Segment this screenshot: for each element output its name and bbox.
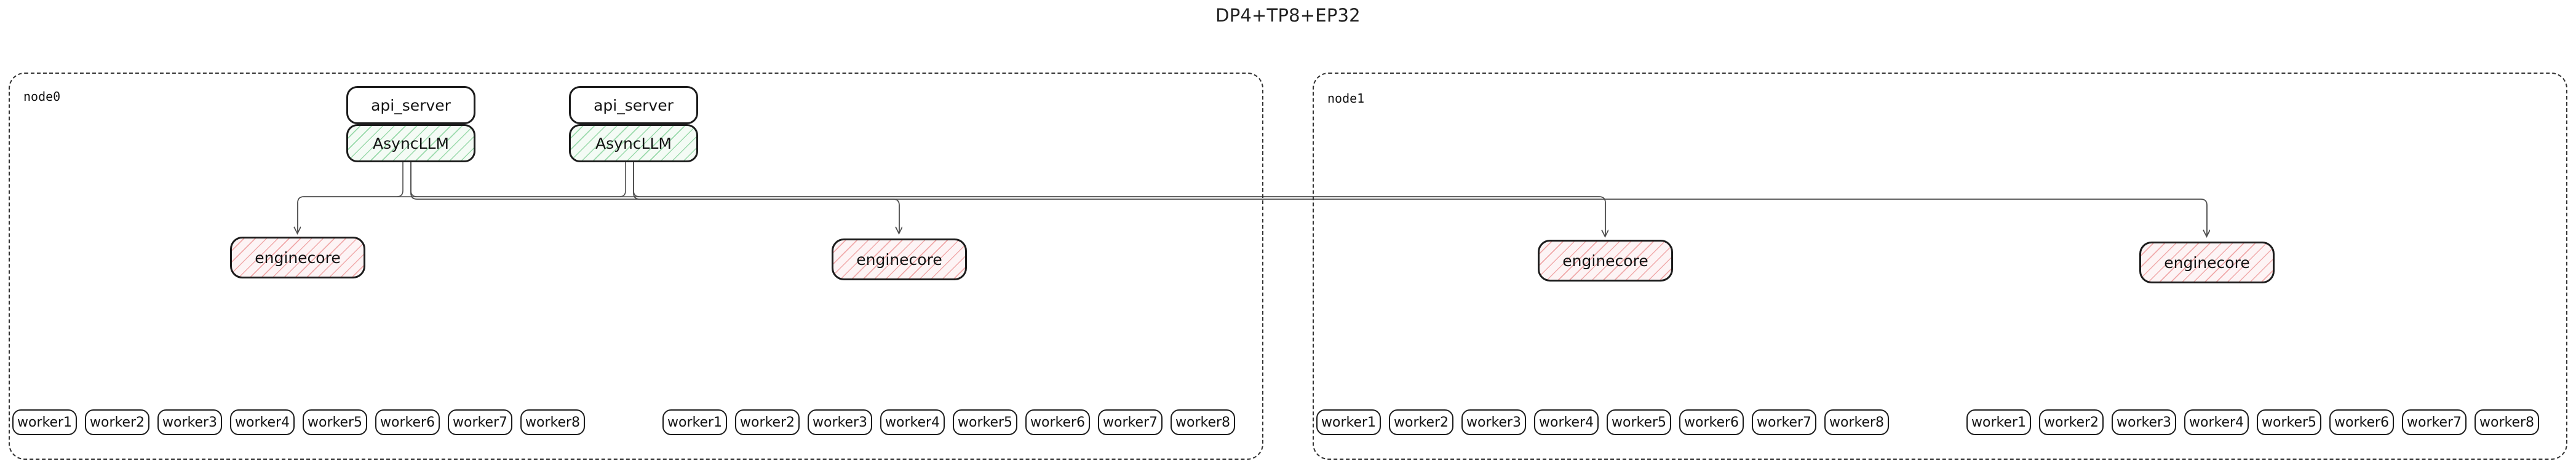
worker-box-0-1-1[interactable]: worker2 <box>735 409 800 435</box>
worker-box-1-0-5[interactable]: worker6 <box>1679 409 1744 435</box>
api-server-box-0-1-label: api_server <box>594 96 674 114</box>
worker-box-0-1-3-label: worker4 <box>885 414 940 430</box>
worker-box-1-0-0[interactable]: worker1 <box>1316 409 1381 435</box>
worker-box-0-0-3[interactable]: worker4 <box>230 409 295 435</box>
worker-box-0-1-7[interactable]: worker8 <box>1171 409 1235 435</box>
worker-box-1-0-6-label: worker7 <box>1756 414 1812 430</box>
enginecore-box-1-0-label: enginecore <box>1562 251 1648 270</box>
worker-box-0-1-6-label: worker7 <box>1102 414 1158 430</box>
worker-box-0-0-1[interactable]: worker2 <box>85 409 149 435</box>
worker-box-1-0-5-label: worker6 <box>1684 414 1739 430</box>
worker-box-1-1-6[interactable]: worker7 <box>2402 409 2467 435</box>
api-server-box-0-1[interactable]: api_server <box>569 86 698 124</box>
worker-box-1-0-4[interactable]: worker5 <box>1607 409 1671 435</box>
worker-box-1-0-3-label: worker4 <box>1538 414 1594 430</box>
worker-box-0-0-2[interactable]: worker3 <box>157 409 222 435</box>
worker-box-0-1-5-label: worker6 <box>1030 414 1086 430</box>
worker-box-0-0-2-label: worker3 <box>162 414 218 430</box>
worker-box-0-1-0-label: worker1 <box>667 414 723 430</box>
worker-box-1-0-3[interactable]: worker4 <box>1534 409 1599 435</box>
worker-box-1-0-7-label: worker8 <box>1829 414 1885 430</box>
worker-box-1-1-1[interactable]: worker2 <box>2039 409 2104 435</box>
worker-box-0-0-7[interactable]: worker8 <box>520 409 585 435</box>
worker-box-1-1-2-label: worker3 <box>2116 414 2172 430</box>
worker-box-0-1-4-label: worker5 <box>957 414 1013 430</box>
enginecore-box-1-0[interactable]: enginecore <box>1538 240 1673 282</box>
worker-box-1-0-2[interactable]: worker3 <box>1461 409 1526 435</box>
asyncllm-box-0-0-label: AsyncLLM <box>373 134 449 152</box>
worker-box-0-0-1-label: worker2 <box>89 414 145 430</box>
worker-box-0-0-4[interactable]: worker5 <box>303 409 367 435</box>
worker-box-0-0-0[interactable]: worker1 <box>12 409 77 435</box>
worker-box-0-0-6[interactable]: worker7 <box>448 409 512 435</box>
worker-box-0-1-0[interactable]: worker1 <box>662 409 727 435</box>
worker-box-1-1-0-label: worker1 <box>1971 414 2027 430</box>
worker-box-0-1-2[interactable]: worker3 <box>808 409 872 435</box>
asyncllm-box-0-0[interactable]: AsyncLLM <box>346 124 475 162</box>
enginecore-box-0-0[interactable]: enginecore <box>230 237 365 278</box>
enginecore-box-0-0-label: enginecore <box>255 248 341 267</box>
node-label-node1: node1 <box>1327 91 1365 106</box>
worker-box-1-0-0-label: worker1 <box>1321 414 1377 430</box>
worker-box-0-0-4-label: worker5 <box>307 414 363 430</box>
worker-box-0-0-3-label: worker4 <box>234 414 290 430</box>
asyncllm-box-0-1-label: AsyncLLM <box>595 134 672 152</box>
worker-box-1-0-4-label: worker5 <box>1611 414 1667 430</box>
worker-box-1-1-7-label: worker8 <box>2479 414 2535 430</box>
worker-box-1-0-7[interactable]: worker8 <box>1824 409 1889 435</box>
worker-box-0-1-3[interactable]: worker4 <box>880 409 945 435</box>
worker-box-1-0-1-label: worker2 <box>1393 414 1449 430</box>
worker-box-1-0-2-label: worker3 <box>1466 414 1522 430</box>
worker-box-1-1-7[interactable]: worker8 <box>2475 409 2539 435</box>
node-panel-node0 <box>9 73 1263 460</box>
worker-box-0-1-5[interactable]: worker6 <box>1025 409 1090 435</box>
node-label-node0: node0 <box>23 89 61 104</box>
asyncllm-box-0-1[interactable]: AsyncLLM <box>569 124 698 162</box>
worker-box-0-0-7-label: worker8 <box>525 414 581 430</box>
worker-box-1-0-6[interactable]: worker7 <box>1752 409 1816 435</box>
worker-box-1-1-4[interactable]: worker5 <box>2257 409 2321 435</box>
enginecore-box-0-1-label: enginecore <box>856 250 942 269</box>
node-panel-node1 <box>1313 73 2567 460</box>
worker-box-1-1-6-label: worker7 <box>2406 414 2462 430</box>
worker-box-1-1-0[interactable]: worker1 <box>1966 409 2031 435</box>
worker-box-0-1-1-label: worker2 <box>739 414 795 430</box>
worker-box-0-1-6[interactable]: worker7 <box>1098 409 1163 435</box>
worker-box-1-1-3[interactable]: worker4 <box>2184 409 2249 435</box>
api-server-box-0-0[interactable]: api_server <box>346 86 475 124</box>
enginecore-box-1-1-label: enginecore <box>2164 253 2250 272</box>
worker-box-0-0-5[interactable]: worker6 <box>375 409 440 435</box>
worker-box-0-1-4[interactable]: worker5 <box>953 409 1017 435</box>
worker-box-0-1-2-label: worker3 <box>812 414 868 430</box>
page-title: DP4+TP8+EP32 <box>1215 5 1361 26</box>
enginecore-box-1-1[interactable]: enginecore <box>2139 242 2275 283</box>
worker-box-1-1-2[interactable]: worker3 <box>2112 409 2176 435</box>
worker-box-1-1-1-label: worker2 <box>2043 414 2099 430</box>
api-server-box-0-0-label: api_server <box>371 96 451 114</box>
enginecore-box-0-1[interactable]: enginecore <box>832 238 967 280</box>
worker-box-1-1-5[interactable]: worker6 <box>2329 409 2394 435</box>
worker-box-1-1-3-label: worker4 <box>2188 414 2244 430</box>
worker-box-0-0-6-label: worker7 <box>452 414 508 430</box>
worker-box-1-0-1[interactable]: worker2 <box>1389 409 1453 435</box>
worker-box-0-1-7-label: worker8 <box>1175 414 1231 430</box>
worker-box-1-1-5-label: worker6 <box>2334 414 2390 430</box>
worker-box-0-0-5-label: worker6 <box>380 414 435 430</box>
worker-box-0-0-0-label: worker1 <box>17 414 73 430</box>
worker-box-1-1-4-label: worker5 <box>2261 414 2317 430</box>
